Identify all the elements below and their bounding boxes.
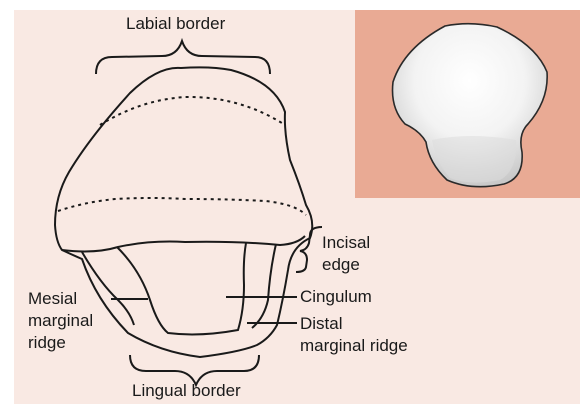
cingulum-label: Cingulum [300,287,372,307]
labial-border-label: Labial border [126,14,225,34]
mesial-label-line-1: Mesial [28,288,93,310]
incisal-edge-label: Incisal edge [322,232,370,276]
distal-label-line-1: Distal [300,313,408,335]
incisal-edge-label-line-2: edge [322,254,370,276]
mesial-label-line-2: marginal [28,310,93,332]
lingual-border-label: Lingual border [132,381,241,401]
incisal-edge-label-line-1: Incisal [322,232,370,254]
distal-label-line-2: marginal ridge [300,335,408,357]
distal-marginal-ridge-label: Distal marginal ridge [300,313,408,357]
tooth-outline [55,67,312,357]
mesial-label-line-3: ridge [28,332,93,354]
mesial-marginal-ridge-label: Mesial marginal ridge [28,288,93,354]
